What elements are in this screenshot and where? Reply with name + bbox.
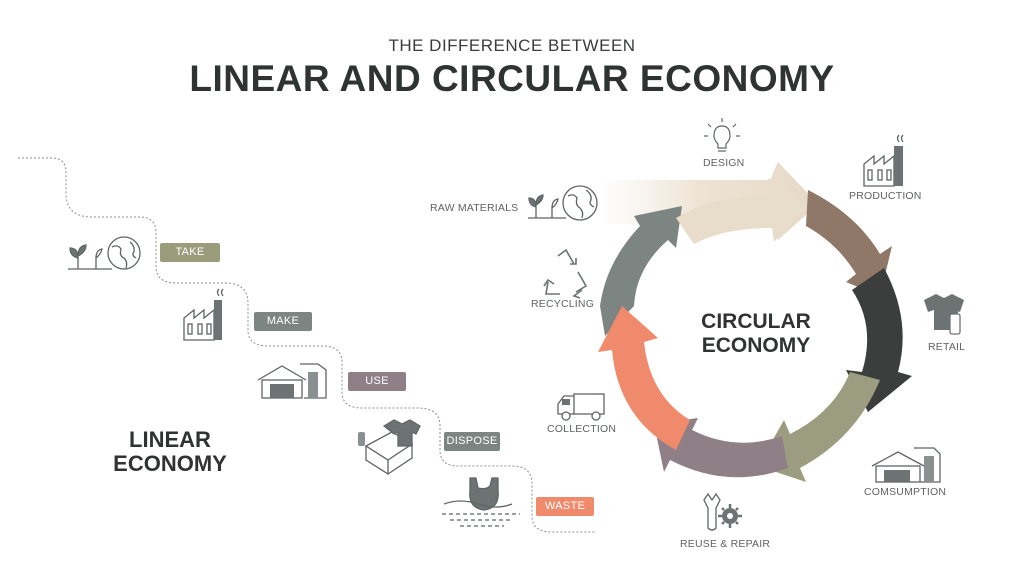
step-waste-tag: WASTE bbox=[536, 497, 594, 516]
linear-title-line1: LINEAR bbox=[129, 427, 211, 452]
step-take-tag: TAKE bbox=[160, 243, 220, 262]
recycling-arrow bbox=[600, 206, 682, 336]
house-icon bbox=[871, 447, 941, 483]
stage-design-label: DESIGN bbox=[703, 157, 745, 169]
recycle-icon bbox=[543, 248, 588, 299]
stage-collection-label: COLLECTION bbox=[547, 423, 617, 435]
production-arrow bbox=[806, 190, 892, 296]
stage-reuse-repair-label: REUSE & REPAIR bbox=[680, 538, 771, 550]
box-clothes-icon bbox=[358, 419, 421, 476]
step-use-label: USE bbox=[365, 375, 389, 387]
subtitle: THE DIFFERENCE BETWEEN bbox=[388, 36, 636, 55]
linear-flow-path bbox=[18, 157, 596, 533]
linear-title-line2: ECONOMY bbox=[113, 451, 227, 476]
wrench-gear-icon bbox=[703, 492, 742, 531]
collection-arrow bbox=[598, 306, 690, 450]
step-make-tag: MAKE bbox=[254, 312, 312, 331]
stage-raw-materials-label: RAW MATERIALS bbox=[430, 202, 519, 214]
truck-icon bbox=[557, 393, 605, 421]
step-take-label: TAKE bbox=[175, 246, 205, 258]
linear-economy-title: LINEAR ECONOMY bbox=[100, 428, 240, 476]
step-waste-label: WASTE bbox=[544, 500, 586, 512]
shirt-bottle-icon bbox=[924, 294, 964, 335]
stage-retail-label: RETAIL bbox=[928, 341, 966, 353]
consumption-arrow bbox=[758, 372, 880, 482]
stage-recycling-label: RECYCLING bbox=[531, 298, 595, 310]
stage-consumption-label: COMSUMPTION bbox=[864, 486, 947, 498]
stage-production-label: PRODUCTION bbox=[849, 190, 922, 202]
factory-icon bbox=[863, 134, 904, 187]
store-icon bbox=[257, 363, 327, 399]
design-arrow bbox=[676, 178, 806, 244]
waste-bag-icon bbox=[442, 477, 520, 527]
circular-title-line1: CIRCULAR bbox=[701, 310, 811, 333]
step-use-tag: USE bbox=[348, 372, 406, 391]
lightbulb-icon bbox=[704, 118, 740, 152]
step-make-label: MAKE bbox=[266, 315, 300, 327]
earth-plant-icon bbox=[68, 236, 141, 270]
circular-economy-title: CIRCULAR ECONOMY bbox=[676, 310, 836, 358]
step-dispose-tag: DISPOSE bbox=[444, 432, 500, 451]
step-dispose-label: DISPOSE bbox=[446, 435, 498, 447]
circular-title-line2: ECONOMY bbox=[701, 334, 811, 357]
page-title: LINEAR AND CIRCULAR ECONOMY bbox=[189, 58, 835, 99]
factory-icon bbox=[183, 288, 224, 341]
reuse-arrow bbox=[654, 418, 788, 478]
earth-plant-icon bbox=[528, 185, 598, 221]
